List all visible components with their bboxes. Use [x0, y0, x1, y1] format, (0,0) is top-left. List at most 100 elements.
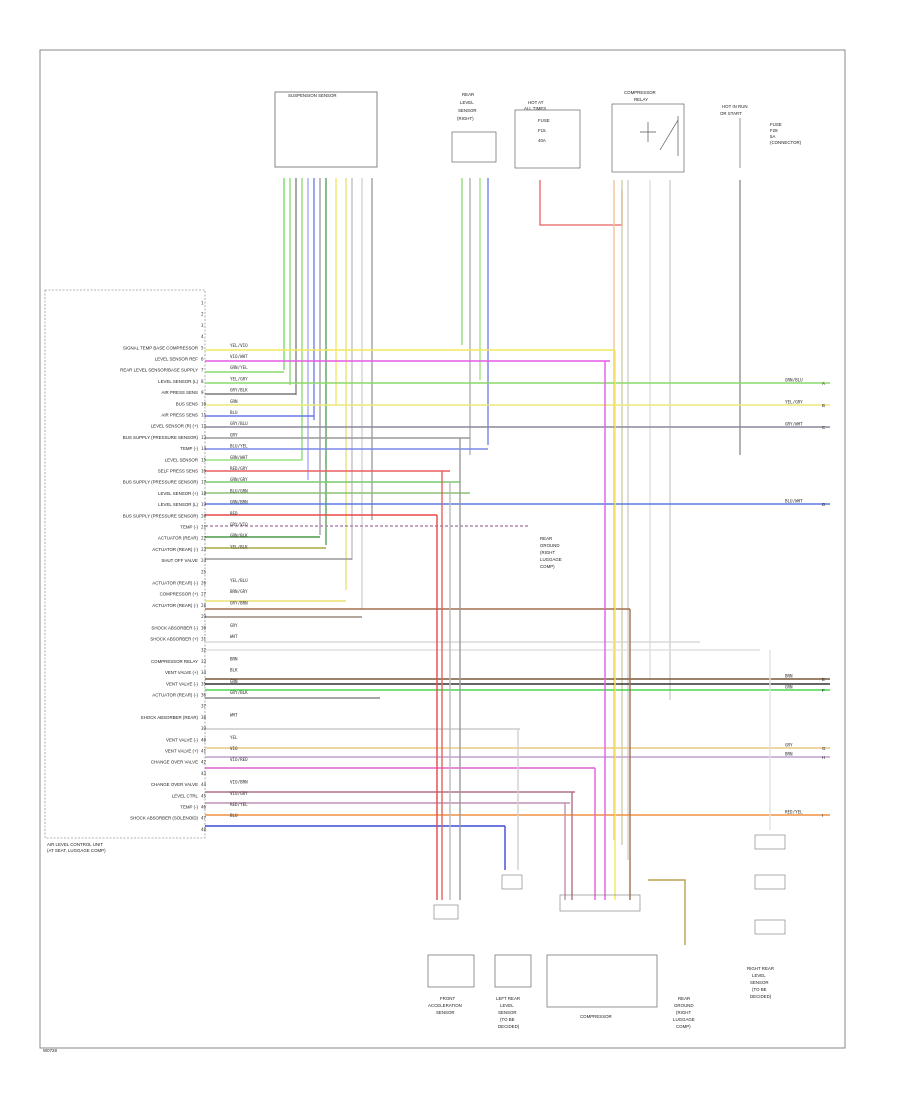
pin-function-label: SELF PRESS SENS [158, 469, 198, 474]
svg-text:SENSOR: SENSOR [436, 1010, 455, 1015]
pin-number: 6 [201, 357, 204, 362]
fuse-hot-at-all-times: HOT AT ALL TIMES FUSE F15 40A [514, 100, 581, 169]
compressor-relay: COMPRESSOR RELAY [611, 90, 685, 173]
wire-color-label: BRN [230, 656, 238, 661]
rear-level-sensor-top: REAR LEVEL SENSOR (RIGHT) [451, 92, 497, 163]
module-pin: 29 [201, 614, 207, 619]
module-pin: 3 [201, 323, 204, 328]
pin-number: 4 [201, 334, 204, 339]
svg-text:COMP): COMP) [540, 564, 555, 569]
wire-color-label: YEL/VIO [230, 343, 248, 348]
module-pin: 25 [201, 569, 207, 574]
wire-color-label: BLU [230, 410, 238, 415]
module-pin: 32 [201, 648, 207, 653]
bottom-connectors [433, 834, 786, 935]
wire-color-label: VIO/RED [230, 757, 248, 762]
pin-number: 33 [201, 659, 207, 664]
svg-text:LEVEL: LEVEL [460, 100, 474, 105]
mid-ground-label: REAR GROUND (RIGHT LUGGAGE COMP) [540, 536, 562, 569]
pin-number: 11 [201, 413, 207, 418]
svg-text:(CONNECTOR): (CONNECTOR) [770, 140, 802, 145]
pin-function-label: SHOCK ABSORBER (-) [151, 625, 198, 630]
compressor-box [546, 954, 658, 1008]
pin-number: 7 [201, 368, 204, 373]
svg-text:ALL TIMES: ALL TIMES [524, 106, 546, 111]
pin-number: 37 [201, 704, 207, 709]
pin-function-label: LEVEL SENSOR (L) [158, 379, 198, 384]
pin-function-label: ACTUATOR (REAR) (-) [152, 693, 198, 698]
pin-function-label: BUS SENS [176, 401, 198, 406]
top-connector-box [274, 91, 378, 168]
svg-text:40A: 40A [538, 138, 546, 143]
pin-function-label: CHANGE OVER VALVE [151, 782, 198, 787]
right-wire-label: YEL/GRY [785, 400, 803, 405]
module-pin: 48 [201, 827, 207, 832]
right-reference-letter: E [822, 677, 825, 682]
svg-text:RELAY: RELAY [634, 97, 648, 102]
wire-color-label: GRY/BLU [230, 421, 248, 426]
wire-color-label: VIO/GRY [230, 791, 248, 796]
pin-number: 21 [201, 525, 207, 530]
svg-text:(RIGHT: (RIGHT [676, 1010, 691, 1015]
pin-number: 30 [201, 625, 207, 630]
pin-number: 22 [201, 536, 207, 541]
wire-color-label: YEL [230, 735, 238, 740]
svg-text:F15: F15 [538, 128, 546, 133]
svg-text:FRONT: FRONT [440, 996, 455, 1001]
pin-function-label: LEVEL CTRL [172, 793, 199, 798]
right-reference-letter: G [822, 746, 826, 751]
pin-function-label: LEVEL SENSOR REF [155, 357, 199, 362]
wire-color-label: YEL/BLK [230, 544, 248, 549]
pin-number: 19 [201, 502, 207, 507]
right-reference-letter: C [822, 425, 825, 430]
svg-text:DECIDED): DECIDED) [498, 1024, 520, 1029]
pin-number: 32 [201, 648, 207, 653]
pin-function-label: LEVEL SENSOR (L) [158, 502, 198, 507]
svg-text:GROUND: GROUND [540, 543, 560, 548]
wire-color-label: BLU [230, 813, 238, 818]
pin-function-label: TEMP (-) [180, 525, 198, 530]
pin-number: 2 [201, 312, 204, 317]
pin-function-label: VENT VALVE (+) [165, 670, 199, 675]
wire-color-label: BLU/YEL [230, 444, 248, 449]
wire-color-label: GRN/GRY [230, 477, 248, 482]
right-wire-label: GRY [785, 743, 793, 748]
module-title-1: AIR LEVEL CONTROL UNIT [47, 842, 103, 847]
pin-function-label: VENT VALVE (-) [166, 681, 198, 686]
svg-text:(RIGHT: (RIGHT [540, 550, 555, 555]
svg-text:5A: 5A [770, 134, 775, 139]
wire-color-label: GRY/BLK [230, 388, 248, 393]
pin-function-label: BUS SUPPLY (PRESSURE SENSOR) [123, 480, 199, 485]
pin-function-label: COMPRESSOR RELAY [151, 659, 198, 664]
svg-text:HOT AT: HOT AT [528, 100, 544, 105]
front-acceleration-sensor-box [427, 954, 475, 988]
pin-number: 42 [201, 760, 207, 765]
pin-function-label: CHANGE OVER VALVE [151, 760, 198, 765]
svg-text:OR START: OR START [720, 111, 742, 116]
pin-number: 5 [201, 345, 204, 350]
pin-number: 1 [201, 301, 204, 306]
svg-text:F28: F28 [770, 128, 778, 133]
svg-text:LUGGAGE: LUGGAGE [540, 557, 562, 562]
right-wire-label: GRN [785, 685, 793, 690]
